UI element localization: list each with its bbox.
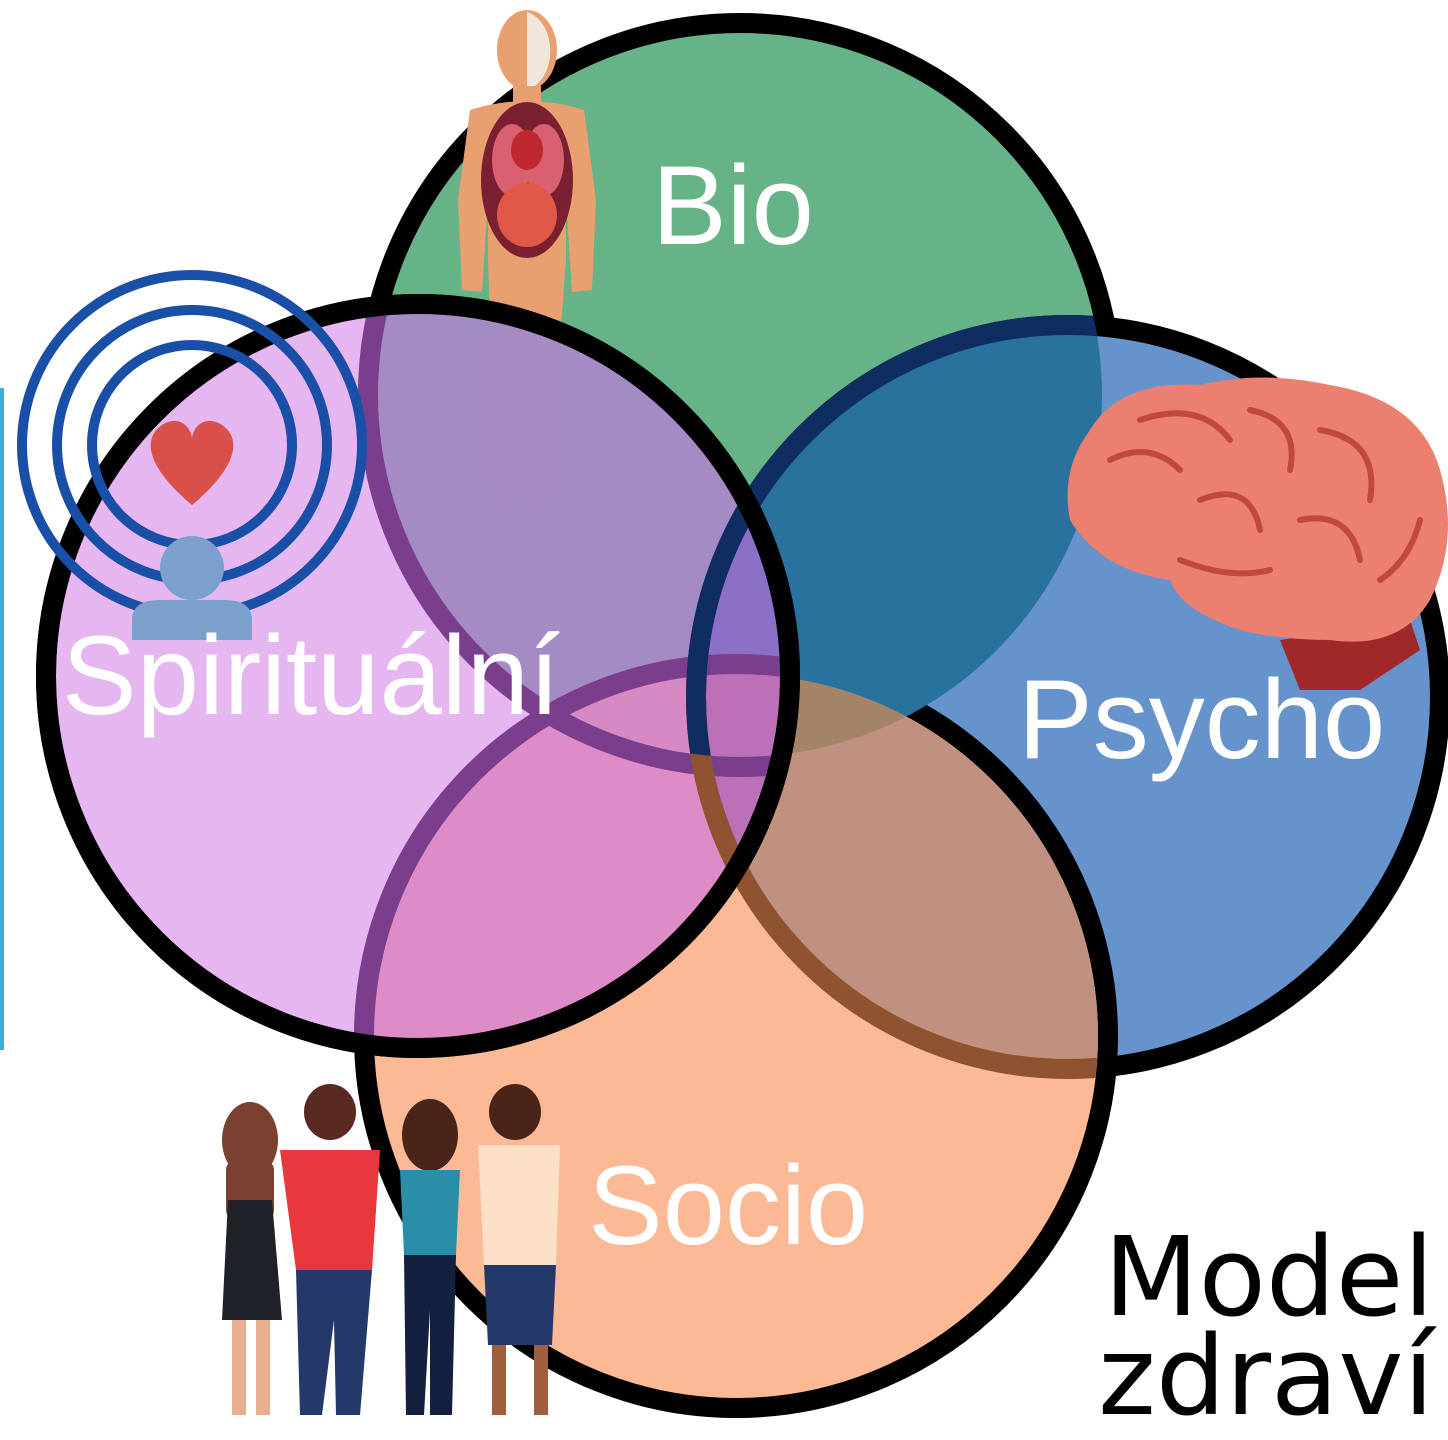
- spiritual-label: Spirituální: [62, 620, 560, 732]
- bio-label: Bio: [652, 150, 814, 262]
- psycho-label: Psycho: [1018, 664, 1385, 776]
- socio-label: Socio: [588, 1150, 868, 1262]
- model-title: Model zdraví: [1098, 1228, 1434, 1426]
- model-title-line2: zdraví: [1098, 1327, 1434, 1426]
